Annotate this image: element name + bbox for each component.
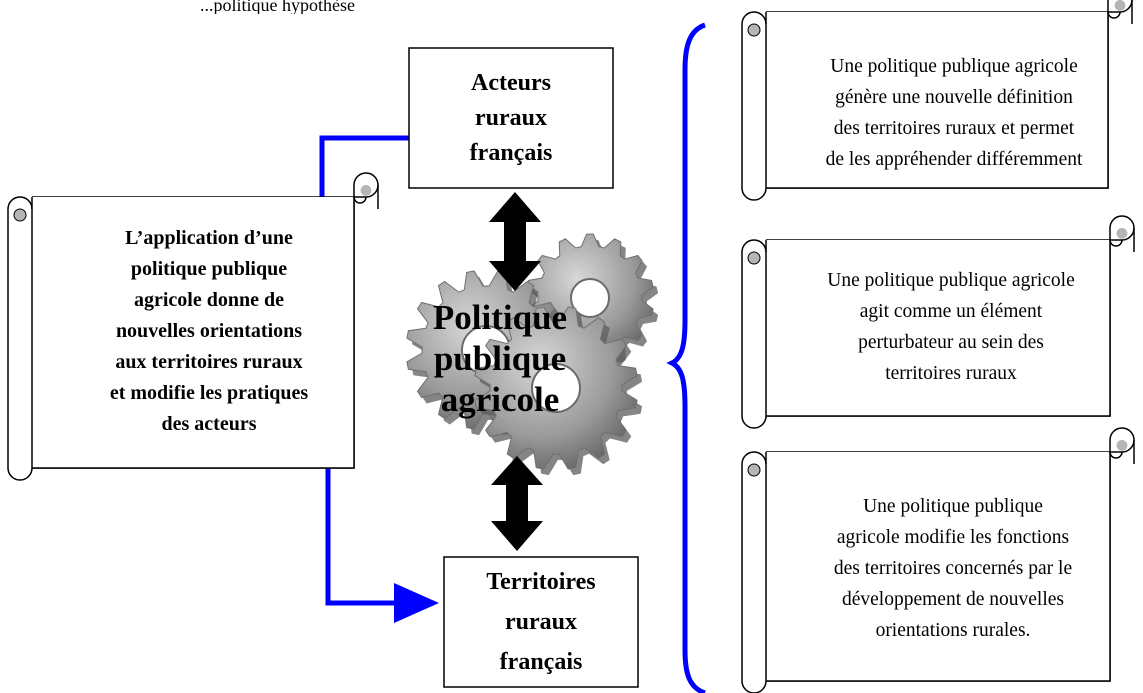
scroll-r1-line-3: des territoires ruraux et permet — [833, 118, 1075, 139]
double-arrow-icon — [491, 456, 543, 551]
scroll-r3-line-1: Une politique publique — [863, 495, 1043, 517]
territories-label: Territoires ruraux français — [444, 557, 638, 687]
connector-to-territories — [325, 447, 439, 623]
scroll-left-line-3: agricole donne de — [134, 288, 284, 311]
center-line-1: Politique — [432, 297, 568, 337]
territories-line-3: français — [499, 649, 583, 675]
actors-box — [408, 47, 614, 189]
scroll-icon — [741, 427, 1135, 693]
scroll-left-line-1: L’application d’une — [125, 226, 293, 249]
scroll-left-line-4: nouvelles orientations — [115, 319, 303, 342]
actors-line-2: ruraux — [475, 104, 547, 131]
territories-box — [443, 556, 639, 688]
top-caption: ...politique hypothèse — [200, 0, 355, 14]
scroll-r1-line-1: Une politique publique agricole — [830, 56, 1078, 77]
scroll-r3-line-4: développement de nouvelles — [841, 588, 1064, 610]
scroll-icon — [741, 0, 1133, 201]
actors-label: Acteurs ruraux français — [409, 48, 613, 188]
scroll-icon — [741, 215, 1135, 429]
center-line-3: agricole — [440, 379, 560, 419]
scroll-icon — [7, 172, 379, 481]
actors-line-3: français — [469, 139, 553, 166]
actors-line-1: Acteurs — [471, 69, 551, 96]
scroll-left-text: L’application d’une politique publique a… — [44, 222, 374, 440]
territories-line-2: ruraux — [505, 609, 577, 635]
scroll-r2-line-4: territoires ruraux — [885, 363, 1017, 384]
scroll-r3-line-5: orientations rurales. — [875, 619, 1031, 641]
scroll-r2-line-1: Une politique publique agricole — [827, 270, 1075, 291]
scroll-left-line-5: aux territoires ruraux — [115, 350, 303, 373]
scroll-left-line-7: des acteurs — [161, 412, 257, 435]
gear-icon — [474, 306, 643, 476]
double-arrow-icon — [489, 192, 541, 291]
territories-line-1: Territoires — [486, 569, 596, 595]
scroll-r2-line-3: perturbateur au sein des — [858, 332, 1044, 353]
scroll-right-1-text: Une politique publique agricole génère u… — [773, 38, 1135, 188]
center-line-2: publique — [433, 338, 567, 378]
scroll-r3-line-3: des territoires concernés par le — [833, 557, 1073, 579]
scroll-r2-line-2: agit comme un élément — [859, 301, 1043, 322]
scroll-left-line-2: politique publique — [130, 257, 288, 280]
connector-to-actors — [319, 135, 409, 215]
scroll-r1-line-4: de les appréhender différemment — [825, 149, 1083, 170]
scroll-r3-line-2: agricole modifie les fonctions — [836, 526, 1070, 548]
scroll-right-3-text: Une politique publique agricole modifie … — [770, 478, 1136, 658]
curly-brace-icon — [666, 22, 706, 693]
scroll-left-line-6: et modifie les pratiques — [109, 381, 309, 404]
center-label: Politique publique agricole — [400, 288, 600, 428]
scroll-right-2-text: Une politique publique agricole agit com… — [766, 262, 1136, 392]
gears-icon — [406, 233, 659, 476]
scroll-r1-line-2: génère une nouvelle définition — [835, 87, 1073, 108]
